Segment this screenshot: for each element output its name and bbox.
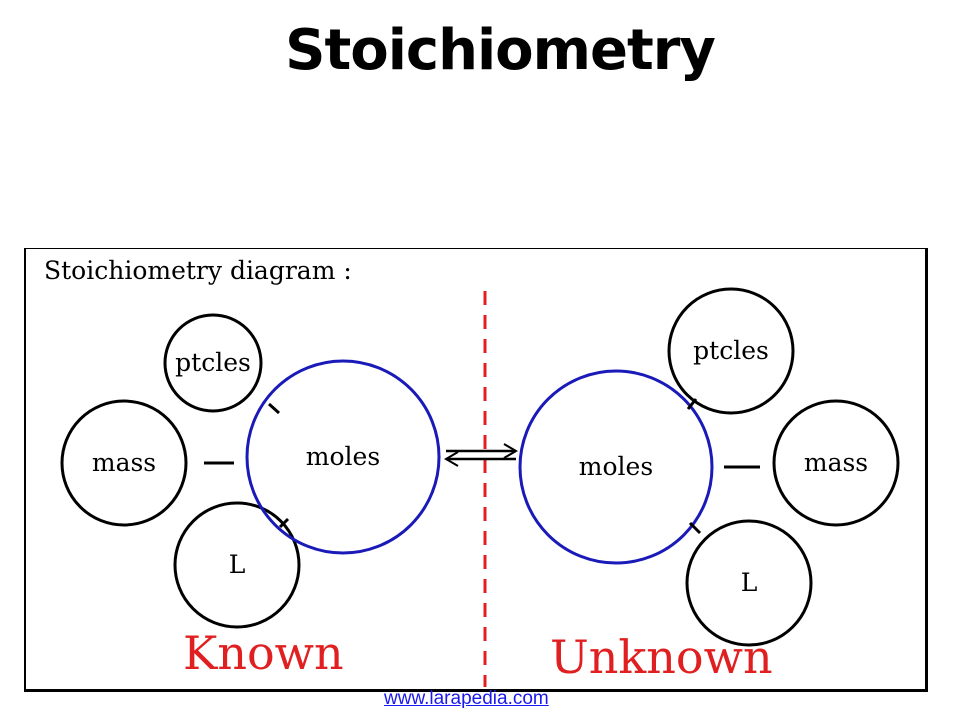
unknown-moles-label: moles bbox=[579, 452, 653, 481]
known-liters-circle bbox=[173, 501, 301, 629]
unknown-mass-circle bbox=[772, 399, 900, 527]
unknown-particles-circle bbox=[667, 287, 795, 415]
unknown-mass-label: mass bbox=[804, 448, 868, 477]
unknown-side-label: Unknown bbox=[550, 630, 773, 684]
known-particles-connector bbox=[267, 402, 281, 415]
diagram-canvas: Stoichiometry diagram : ptcles mass L mo… bbox=[44, 256, 900, 687]
known-moles-circle bbox=[245, 359, 441, 555]
known-moles-label: moles bbox=[306, 442, 380, 471]
unknown-liters-circle bbox=[685, 519, 813, 647]
unknown-liters-connector bbox=[688, 521, 702, 535]
known-liters-label: L bbox=[229, 550, 246, 579]
known-particles-label: ptcles bbox=[175, 348, 251, 377]
known-mass-label: mass bbox=[92, 448, 156, 477]
conversion-arrow-tail bbox=[444, 451, 459, 467]
conversion-arrow-head bbox=[503, 443, 518, 459]
unknown-particles-connector bbox=[686, 398, 698, 410]
source-link[interactable]: www.larapedia.com bbox=[384, 688, 549, 709]
unknown-particles-label: ptcles bbox=[693, 336, 769, 365]
known-liters-connector bbox=[278, 517, 290, 529]
unknown-moles-circle bbox=[518, 369, 714, 565]
known-particles-circle bbox=[163, 313, 263, 413]
known-side-label: Known bbox=[183, 626, 344, 680]
unknown-liters-label: L bbox=[741, 568, 758, 597]
diagram-heading: Stoichiometry diagram : bbox=[44, 256, 352, 285]
known-mass-circle bbox=[60, 399, 188, 527]
stoichiometry-diagram: Stoichiometry diagram : ptcles mass L mo… bbox=[24, 248, 928, 692]
slide-title: Stoichiometry bbox=[285, 18, 716, 83]
